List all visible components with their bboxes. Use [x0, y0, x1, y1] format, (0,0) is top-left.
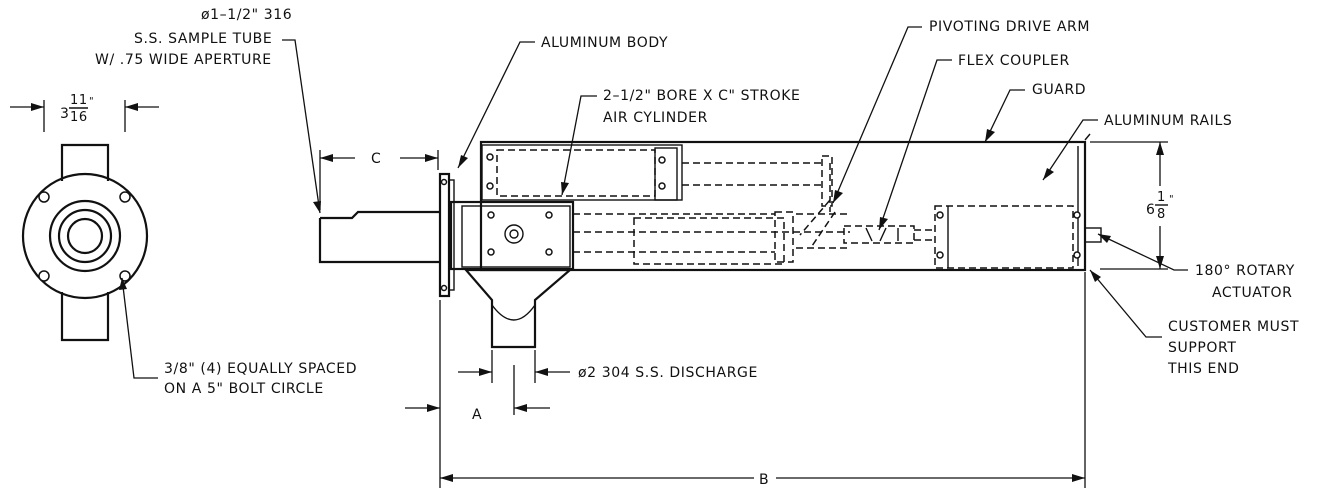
bolt-hole [119, 191, 131, 203]
end-view: 3 11 16 " [10, 93, 159, 379]
sample-tube [318, 210, 440, 264]
label-flex-coupler: FLEX COUPLER [958, 53, 1070, 69]
label-rotary-actuator-line2: ACTUATOR [1212, 285, 1293, 301]
label-bolt-circle-line2: ON A 5" BOLT CIRCLE [164, 381, 324, 397]
flange-outline [21, 172, 149, 300]
label-discharge: ø2 304 S.S. DISCHARGE [578, 365, 758, 381]
dimension-height-denominator: 8 [1157, 207, 1166, 222]
discharge-funnel [463, 268, 573, 349]
svg-text:": " [1169, 194, 1174, 205]
dimension-width-numerator: 11 [70, 93, 88, 108]
side-view: C 6 1 8 " A B [282, 26, 1188, 488]
rotary-actuator [934, 205, 1074, 269]
svg-text:": " [89, 96, 94, 107]
label-pivoting-drive-arm: PIVOTING DRIVE ARM [929, 19, 1090, 35]
label-customer-support-line2: SUPPORT [1168, 340, 1237, 356]
dimension-height-whole: 6 [1146, 202, 1156, 218]
bolt-hole [38, 270, 50, 282]
dimension-width-denominator: 16 [70, 110, 88, 125]
bolt-hole [38, 191, 50, 203]
dimension-c: C [371, 151, 381, 167]
label-air-cylinder-line1: 2–1/2" BORE X C" STROKE [603, 88, 800, 104]
label-customer-support-line3: THIS END [1167, 361, 1239, 377]
label-air-cylinder-line2: AIR CYLINDER [603, 110, 708, 126]
flex-coupler [843, 225, 915, 244]
label-bolt-circle-line1: 3/8" (4) EQUALLY SPACED [164, 361, 357, 377]
label-aluminum-rails: ALUMINUM RAILS [1104, 113, 1232, 129]
label-sample-tube-line2: S.S. SAMPLE TUBE [134, 31, 272, 47]
label-sample-tube-line3: W/ .75 WIDE APERTURE [95, 52, 272, 68]
air-cylinder [481, 144, 683, 201]
dimension-b: B [759, 472, 769, 488]
aluminum-body-block [449, 200, 575, 271]
label-guard: GUARD [1032, 82, 1086, 98]
label-customer-support-line1: CUSTOMER MUST [1168, 319, 1299, 335]
bolt-hole [119, 270, 131, 282]
dimension-width-whole: 3 [60, 106, 70, 122]
label-aluminum-body: ALUMINUM BODY [541, 35, 668, 51]
aluminum-flange [438, 172, 451, 298]
dimension-a: A [472, 407, 482, 423]
dimension-height-numerator: 1 [1157, 190, 1166, 205]
label-sample-tube-line1: ø1–1/2" 316 [201, 7, 292, 23]
label-rotary-actuator-line1: 180° ROTARY [1195, 263, 1295, 279]
